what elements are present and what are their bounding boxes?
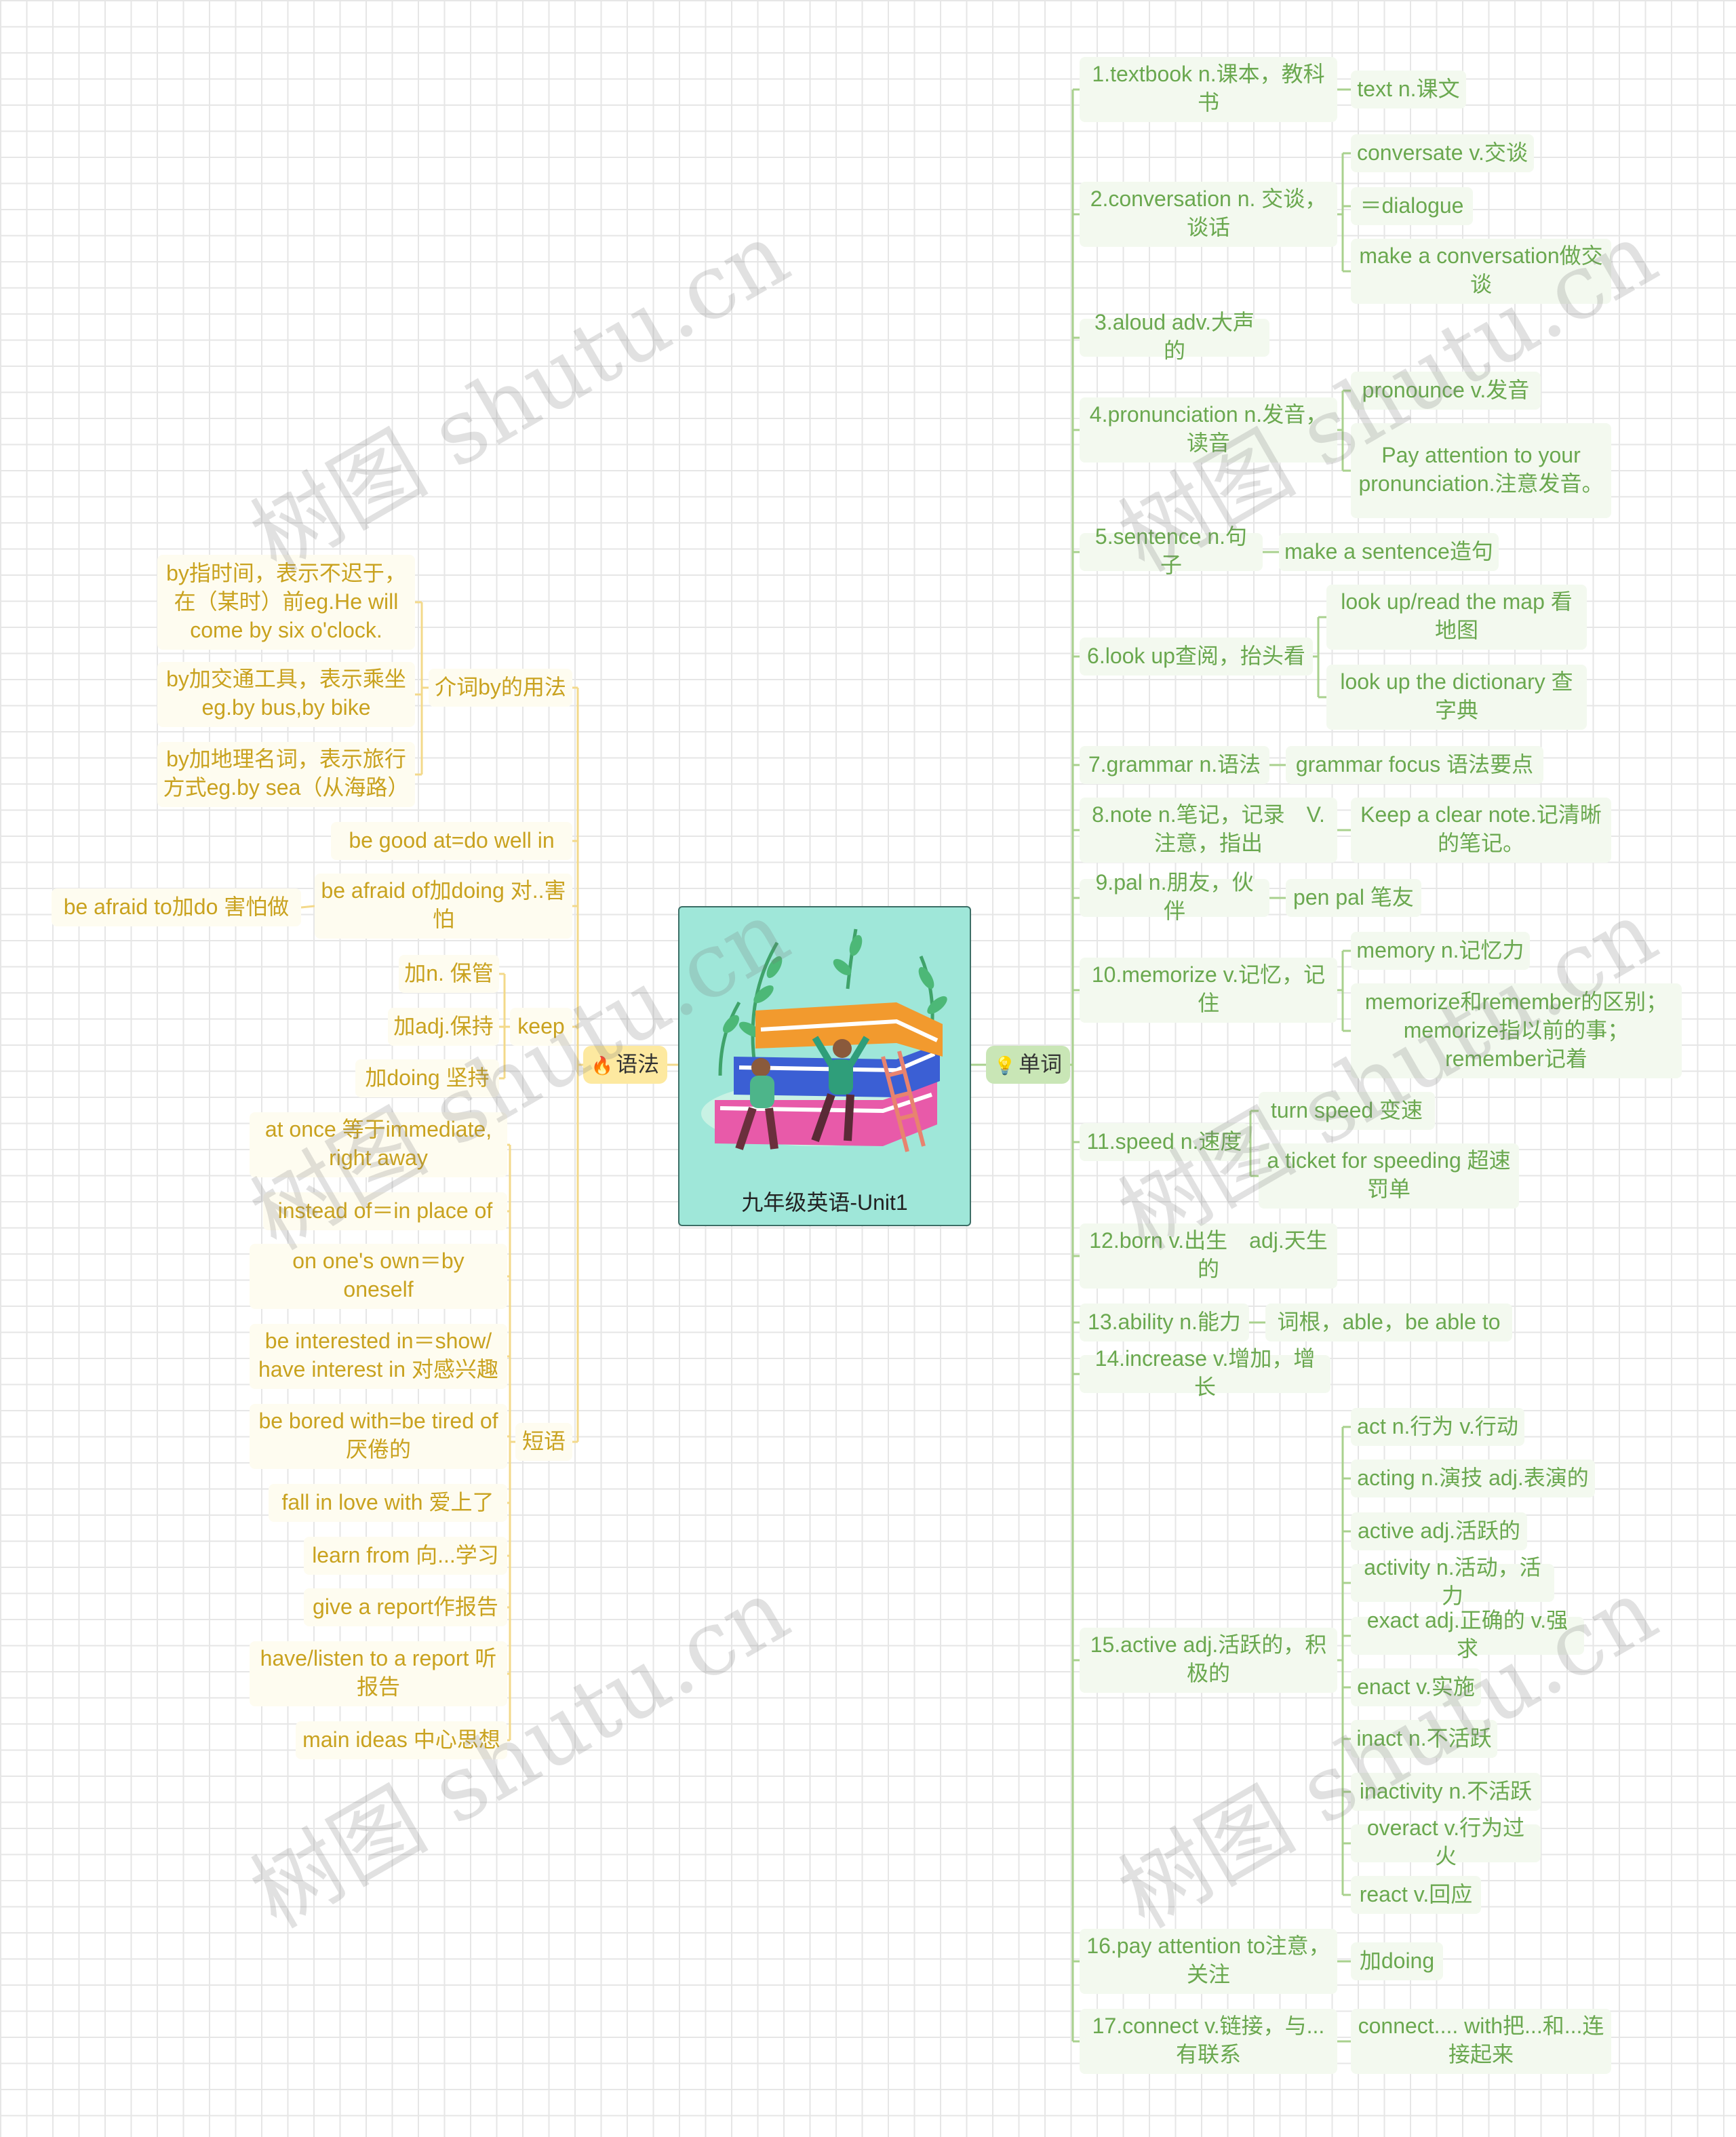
word-node[interactable]: 7.grammar n.语法 bbox=[1080, 746, 1269, 784]
phrase-node[interactable]: main ideas 中心思想 bbox=[296, 1721, 507, 1759]
center-topic[interactable]: 九年级英语-Unit1 bbox=[678, 906, 971, 1226]
lightbulb-icon: 💡 bbox=[993, 1055, 1017, 1075]
word-detail-node[interactable]: a ticket for speeding 超速罚单 bbox=[1259, 1143, 1519, 1209]
word-node[interactable]: 10.memorize v.记忆，记住 bbox=[1080, 958, 1337, 1023]
word-detail-node[interactable]: activity n.活动，活力 bbox=[1351, 1557, 1554, 1609]
word-detail-node[interactable]: react v.回应 bbox=[1351, 1876, 1481, 1914]
word-detail-node[interactable]: acting n.演技 adj.表演的 bbox=[1351, 1459, 1595, 1497]
word-node[interactable]: 9.pal n.朋友，伙伴 bbox=[1080, 872, 1269, 924]
word-detail-node[interactable]: memorize和remember的区别；memorize指以前的事；remem… bbox=[1351, 983, 1682, 1078]
word-detail-node[interactable]: make a conversation做交谈 bbox=[1351, 239, 1611, 304]
word-node[interactable]: 5.sentence n.句子 bbox=[1080, 526, 1263, 578]
phrase-node[interactable]: fall in love with 爱上了 bbox=[269, 1484, 507, 1522]
word-node[interactable]: 15.active adj.活跃的，积极的 bbox=[1080, 1628, 1337, 1693]
word-node[interactable]: 6.look up查阅，抬头看 bbox=[1080, 638, 1313, 675]
grammar-detail-node[interactable]: 加adj.保持 bbox=[388, 1008, 499, 1046]
word-detail-node[interactable]: 词根，able，be able to bbox=[1265, 1303, 1512, 1341]
word-detail-node[interactable]: enact v.实施 bbox=[1351, 1668, 1481, 1706]
word-detail-node[interactable]: pronounce v.发音 bbox=[1351, 372, 1541, 410]
phrase-node[interactable]: have/listen to a report 听报告 bbox=[250, 1641, 507, 1706]
word-detail-node[interactable]: 加doing bbox=[1351, 1942, 1443, 1980]
word-node[interactable]: 8.note n.笔记，记录 V.注意，指出 bbox=[1080, 798, 1337, 863]
word-detail-node[interactable]: Keep a clear note.记清晰的笔记。 bbox=[1351, 798, 1611, 863]
grammar-hub[interactable]: 🔥 语法 bbox=[583, 1046, 667, 1084]
phrase-node[interactable]: on one's own＝by oneself bbox=[250, 1244, 507, 1309]
grammar-node[interactable]: be good at=do well in bbox=[331, 822, 572, 860]
grammar-detail-node[interactable]: 加doing 坚持 bbox=[355, 1059, 499, 1097]
word-node[interactable]: 3.aloud adv.大声的 bbox=[1080, 312, 1269, 364]
phrase-node[interactable]: be bored with=be tired of 厌倦的 bbox=[250, 1404, 507, 1469]
phrase-node[interactable]: give a report作报告 bbox=[304, 1588, 507, 1626]
word-detail-node[interactable]: make a sentence造句 bbox=[1279, 533, 1499, 571]
word-detail-node[interactable]: grammar focus 语法要点 bbox=[1286, 746, 1543, 784]
grammar-detail-node[interactable]: be afraid to加do 害怕做 bbox=[52, 888, 301, 926]
word-detail-node[interactable]: turn speed 变速 bbox=[1259, 1092, 1435, 1130]
word-node[interactable]: 4.pronunciation n.发音，读音 bbox=[1080, 397, 1337, 463]
vocabulary-hub[interactable]: 💡 单词 bbox=[986, 1046, 1070, 1084]
fire-icon: 🔥 bbox=[591, 1055, 614, 1075]
word-node[interactable]: 17.connect v.链接，与...有联系 bbox=[1080, 2009, 1337, 2074]
grammar-node[interactable]: be afraid of加doing 对..害怕 bbox=[315, 874, 572, 939]
center-title: 九年级英语-Unit1 bbox=[741, 1192, 908, 1215]
word-node[interactable]: 14.increase v.增加，增长 bbox=[1080, 1348, 1330, 1400]
word-node[interactable]: 1.textbook n.课本，教科书 bbox=[1080, 57, 1337, 122]
word-detail-node[interactable]: memory n.记忆力 bbox=[1351, 932, 1530, 970]
word-detail-node[interactable]: look up the dictionary 查字典 bbox=[1326, 665, 1587, 730]
word-detail-node[interactable]: pen pal 笔友 bbox=[1286, 879, 1421, 917]
grammar-hub-label: 语法 bbox=[616, 1053, 660, 1076]
word-detail-node[interactable]: inactivity n.不活跃 bbox=[1351, 1773, 1541, 1811]
books-illustration bbox=[701, 928, 947, 1152]
word-detail-node[interactable]: exact adj.正确的 v.强求 bbox=[1351, 1610, 1584, 1662]
phrase-node[interactable]: instead of＝in place of bbox=[263, 1192, 507, 1230]
grammar-node[interactable]: keep bbox=[510, 1008, 572, 1046]
word-detail-node[interactable]: look up/read the map 看地图 bbox=[1326, 585, 1587, 650]
word-node[interactable]: 11.speed n.速度 bbox=[1080, 1123, 1249, 1161]
word-detail-node[interactable]: text n.课文 bbox=[1351, 71, 1466, 109]
vocabulary-hub-label: 单词 bbox=[1019, 1053, 1063, 1076]
connector-line bbox=[300, 905, 315, 909]
word-node[interactable]: 13.ability n.能力 bbox=[1080, 1303, 1249, 1341]
grammar-detail-node[interactable]: by加地理名词，表示旅行方式eg.by sea（从海路） bbox=[157, 742, 415, 807]
phrase-node[interactable]: be interested in＝show/ have interest in … bbox=[250, 1324, 507, 1389]
phrase-node[interactable]: at once 等于immediate, right away bbox=[250, 1112, 507, 1177]
word-detail-node[interactable]: act n.行为 v.行动 bbox=[1351, 1408, 1524, 1446]
grammar-detail-node[interactable]: by加交通工具，表示乘坐eg.by bus,by bike bbox=[157, 662, 415, 727]
word-node[interactable]: 2.conversation n. 交谈，谈话 bbox=[1080, 182, 1337, 247]
word-detail-node[interactable]: ＝dialogue bbox=[1351, 187, 1473, 225]
word-detail-node[interactable]: overact v.行为过火 bbox=[1351, 1818, 1541, 1869]
grammar-detail-node[interactable]: by指时间，表示不迟于，在（某时）前eg.He will come by six… bbox=[157, 555, 415, 650]
word-node[interactable]: 12.born v.出生 adj.天生的 bbox=[1080, 1223, 1337, 1289]
grammar-detail-node[interactable]: 加n. 保管 bbox=[399, 955, 499, 993]
word-detail-node[interactable]: conversate v.交谈 bbox=[1351, 134, 1534, 172]
word-detail-node[interactable]: connect.... with把...和...连接起来 bbox=[1351, 2009, 1611, 2074]
word-detail-node[interactable]: active adj.活跃的 bbox=[1351, 1512, 1527, 1550]
word-node[interactable]: 16.pay attention to注意，关注 bbox=[1080, 1929, 1337, 1994]
grammar-node[interactable]: 短语 bbox=[515, 1423, 572, 1461]
word-detail-node[interactable]: Pay attention to your pronunciation.注意发音… bbox=[1351, 423, 1611, 518]
grammar-by-node[interactable]: 介词by的用法 bbox=[429, 669, 572, 707]
word-detail-node[interactable]: inact n.不活跃 bbox=[1351, 1720, 1497, 1758]
phrase-node[interactable]: learn from 向...学习 bbox=[304, 1537, 507, 1575]
